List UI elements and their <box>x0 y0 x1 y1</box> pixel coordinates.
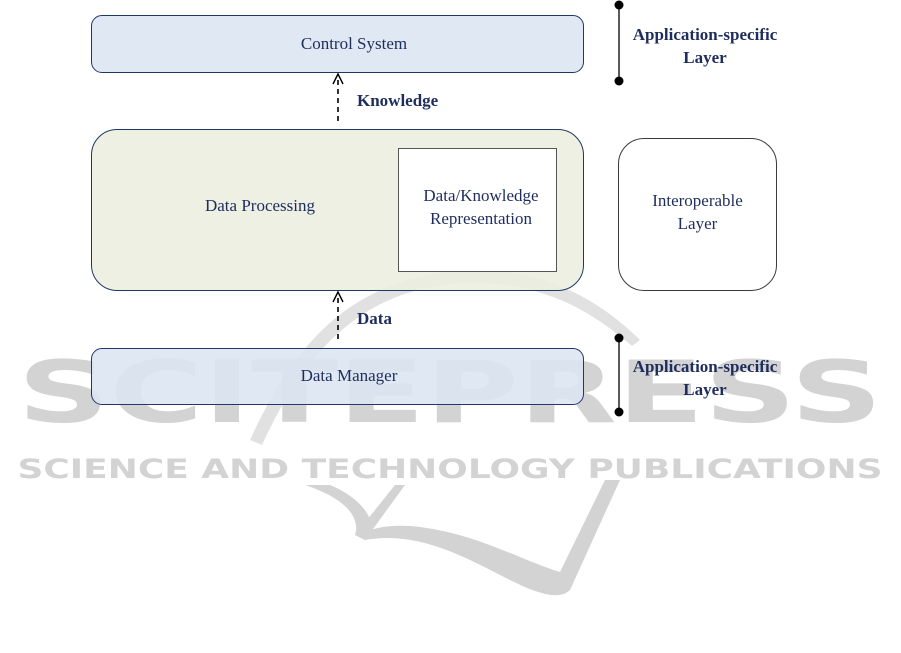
top-bracket-end-dot <box>615 77 624 86</box>
bottom-bracket-start-dot <box>615 334 624 343</box>
bottom-layer-bracket <box>615 334 624 417</box>
bottom-bracket-end-dot <box>615 408 624 417</box>
top-layer-bracket <box>615 1 624 86</box>
knowledge-arrow <box>333 74 343 121</box>
top-bracket-start-dot <box>615 1 624 10</box>
data-arrow <box>333 292 343 339</box>
